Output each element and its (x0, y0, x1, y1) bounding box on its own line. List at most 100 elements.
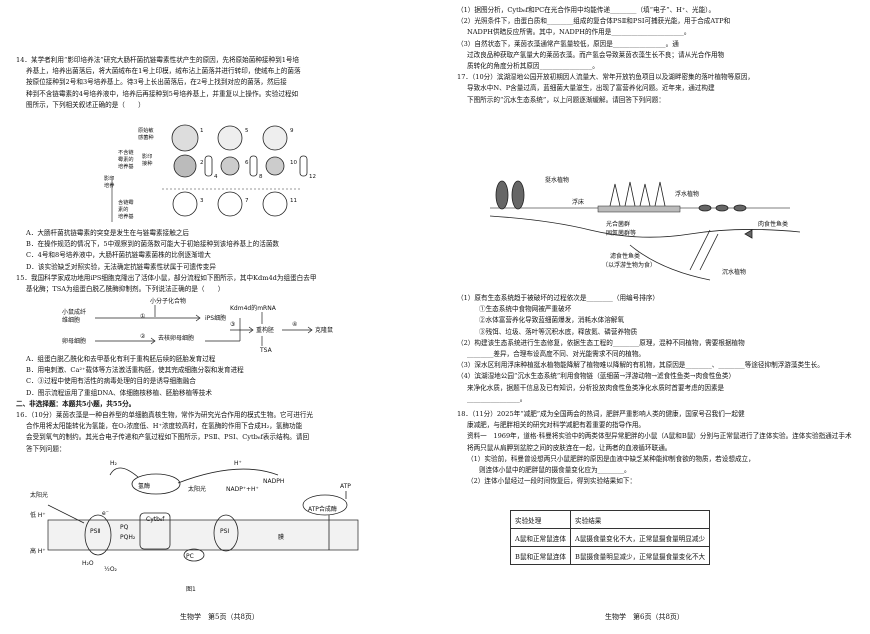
table-row: A鼠和正常鼠连体 A鼠摄食量变化不大，正常鼠摄食量明显减少 (509, 528, 711, 547)
fig-label: 不含链 (118, 148, 134, 156)
q15-cloning-flow-figure: 小分子化合物 小鼠成纤 维细胞 iPS细胞 卵母细胞 去核卵母细胞 Kdm4d的… (62, 297, 333, 354)
plate-number: 12 (309, 174, 316, 180)
fig-label: 滤食性鱼类 (610, 252, 640, 260)
q16-photosynthesis-figure: H₂ H⁺ 氢酶 太阳光 太阳光 NADP⁺+H⁺ NADPH ATP ATP合… (30, 460, 359, 593)
q17-sub-line: ________________。 (467, 394, 527, 403)
fig-label: 维细胞 (62, 316, 80, 324)
fig-label: 固氮菌群等 (606, 229, 636, 237)
q18-data-one: 资料一 1969年，道格·科曼将实验中的两类体型异常肥胖的小鼠（A鼠和B鼠）分别… (467, 432, 852, 452)
plate-number: 10 (290, 160, 297, 166)
step-marker: ① (140, 313, 145, 320)
fig-label: 膜 (278, 533, 284, 541)
fig-label: 光合菌群 (606, 220, 630, 228)
q15-stem-line: 基化酶；TSA为组蛋白脱乙酰酶抑制剂。下列说法正确的是（ ） (26, 285, 225, 294)
table-header-row: 实验处理 实验结果 (509, 510, 711, 529)
figure-caption: 图1 (186, 586, 196, 593)
q17-sub-line: ②水体富营养化导致蓝细菌爆发，消耗水体溶解氧 (479, 316, 625, 325)
q17-sub-line: ①生态系统中食物网被严重破坏 (479, 305, 572, 314)
fig-label: PSⅠ (220, 528, 229, 535)
q16-sub-line: NADPH供暗反应所需。其中，NADPH的作用是________________… (467, 28, 691, 37)
q15-option-b: B．用电刺激、Ca²⁺载体等方法激活重构胚，使其完成细胞分裂和发育进程 (26, 366, 244, 375)
fig-label: 氢酶 (138, 482, 150, 490)
q14-option-c: C．4号和8号培养液中，大肠杆菌抗链霉素菌株的比例逐渐增大 (26, 251, 211, 260)
plate-number: 2 (200, 160, 204, 166)
q16-stem-line: 会受到氧气的制约。其光合电子传递和产氢过程如下图所示，PSⅡ、PSⅠ、Cytb₆… (26, 433, 310, 442)
fig-label: 挺水植物 (545, 176, 569, 184)
plate-number: 9 (290, 128, 294, 134)
fig-label: 太阳光 (30, 491, 48, 499)
fig-label: 太阳光 (188, 485, 206, 493)
fig-label: 培养 (104, 181, 114, 189)
q17-stem-line: 17．（10分）滨湖湿地公园开放初期因人流量大、常年开放钓鱼项目以及湖畔密集的落… (457, 73, 755, 82)
fig-label: 影印 (104, 174, 114, 182)
table-header: 实验结果 (570, 510, 711, 529)
question-14: 14．某学者利用“影印培养法”研究大肠杆菌抗链霉素性状产生的原因，先将原始菌种接… (16, 55, 424, 111)
fig-label: （以浮游生物为食） (602, 261, 656, 269)
plate-number: 3 (200, 198, 204, 204)
left-column: 14．某学者利用“影印培养法”研究大肠杆菌抗链霉素性状产生的原因，先将原始菌种接… (16, 55, 424, 111)
right-page-footer: 生物学 第6页（共8页） (605, 613, 684, 621)
step-marker: ③ (230, 321, 235, 328)
fig-label: PC (186, 553, 194, 560)
q14-stem-line: 按原位接种到2号和3号培养基上。待3号上长出菌落后，在2号上找到对应的菌落，然后… (26, 78, 287, 87)
fig-label: 重构胚 (256, 326, 274, 334)
q14-option-d: D．该实验缺乏对照实验，无法确定抗链霉素性状属于可遗传变异 (26, 262, 216, 271)
q16-stem-line: 答下列问题： (26, 444, 66, 453)
plate-number: 7 (245, 198, 249, 204)
q16-subquestions: （1）据图分析，Cytb₆f和PC在光合作用中均能传递________（填“电子… (457, 5, 857, 106)
table-row: B鼠和正常鼠连体 B鼠摄食量明显减少，正常鼠摄食量变化不大 (509, 546, 711, 565)
fig-label: 培养基 (118, 162, 134, 170)
q14-stem-line: 养基上，培养出菌落后，将大菌绒布在1号上印模，绒布沾上菌落并进行转印，使绒布上的… (26, 67, 301, 76)
fig-label: H⁺ (234, 460, 242, 467)
q17-subquestions: （1）原有生态系统趋于被破坏的过程依次是________（用编号排序） ①生态系… (457, 293, 857, 487)
plate-number: 8 (259, 174, 263, 180)
fig-label: Cytb₆f (146, 516, 165, 523)
fig-label: 低 H⁺ (30, 511, 46, 519)
q17-stem-line: 导致水中N、P含量过高，蓝细菌大量滋生，出现了富营养化问题。近年来，通过构建 (467, 84, 715, 93)
q18-stem-line: 18．（11分）2025年“减肥”成为全国两会的热词，肥胖严重影响人类的健康，国… (457, 410, 745, 419)
q15-option-c: C．③过程中使用有活性的病毒处理的目的是诱导细胞融合 (26, 377, 196, 386)
table-cell: A鼠摄食量变化不大，正常鼠摄食量明显减少 (570, 528, 711, 547)
fig-label: e⁻ (102, 510, 109, 517)
q17-sub-line: （3）深水区利用浮床种植挺水植物能降解了植物难以降解的有机物，其原因是_____… (457, 361, 824, 370)
q17-sub-line: （1）原有生态系统趋于被破坏的过程依次是________（用编号排序） (457, 294, 660, 302)
q16-sub-line: （2）光照条件下，由蛋白质和________组成的复合体PSⅡ和PSⅠ可捕获光能… (457, 17, 731, 26)
fig-label: 小分子化合物 (150, 297, 186, 305)
fig-label: ATP (340, 483, 351, 490)
fig-label: ½O₂ (104, 566, 118, 573)
left-column-q15-options: A．组蛋白脱乙酰化和去甲基化有利于重构胚后续的胚胎发育过程 B．用电刺激、Ca²… (16, 354, 424, 455)
table-cell: B鼠摄食量明显减少，正常鼠摄食量变化不大 (570, 546, 711, 565)
step-marker: ② (140, 333, 146, 340)
q17-stem-line: 下图所示的“沉水生态系统”，以上问题逐渐缓解。请回答下列问题： (467, 95, 665, 104)
fig-label: 肉食性鱼类 (758, 220, 788, 228)
q16-sub-line: （1）据图分析，Cytb₆f和PC在光合作用中均能传递________（填“电子… (457, 6, 716, 14)
fig-label: 克隆鼠 (315, 326, 333, 334)
left-page-footer: 生物学 第5页（共8页） (180, 613, 259, 621)
plate-number: 4 (214, 174, 218, 180)
fig-label: 去核卵母细胞 (158, 334, 194, 342)
table-cell: B鼠和正常鼠连体 (509, 546, 572, 565)
fig-label: 浮床 (572, 198, 584, 206)
q16-sub-line: 质转化的角度分析其原因________________。 (467, 62, 599, 71)
fig-label: 高 H⁺ (30, 547, 46, 555)
right-page: （1）据图分析，Cytb₆f和PC在光合作用中均能传递________（填“电子… (435, 0, 870, 634)
step-marker: ④ (292, 321, 297, 328)
fig-label: iPS细胞 (205, 314, 226, 322)
section-heading: 二、非选择题：本题共5小题，共55分。 (16, 399, 136, 408)
fig-label: 素的 (118, 205, 128, 213)
fig-label: 霉素的 (118, 155, 134, 163)
q15-option-a: A．组蛋白脱乙酰化和去甲基化有利于重构胚后续的胚胎发育过程 (26, 355, 216, 363)
table-header: 实验处理 (509, 510, 572, 529)
fig-label: 影印 (142, 152, 152, 160)
q17-sub-line: ________差异，合理布设高度不同、对光能需求不同的植物。 (467, 350, 646, 359)
q14-option-b: B．在操作规范的情况下，5中观察到的菌落数可能大于初始接种到该培养基上的活菌数 (26, 240, 280, 249)
q14-replica-plating-figure: 原始敏 感菌种 不含链 霉素的 培养基 影印 接种 影印 培养 含链霉 素的 培… (104, 124, 316, 222)
q18-sub-line: 则连体小鼠中的肥胖鼠的摄食量变化应为________。 (479, 466, 631, 475)
fig-label: TSA (259, 347, 273, 354)
q14-stem-line: 图所示，下列相关叙述正确的是（ ） (26, 100, 145, 109)
fig-label: 浮水植物 (675, 190, 699, 198)
fig-label: 接种 (142, 159, 152, 167)
fig-label: 含链霉 (118, 198, 134, 206)
q15-option-d: D．图示流程运用了重组DNA、体细胞核移植、胚胎移植等技术 (26, 388, 212, 397)
fig-label: H₂O (82, 560, 94, 567)
